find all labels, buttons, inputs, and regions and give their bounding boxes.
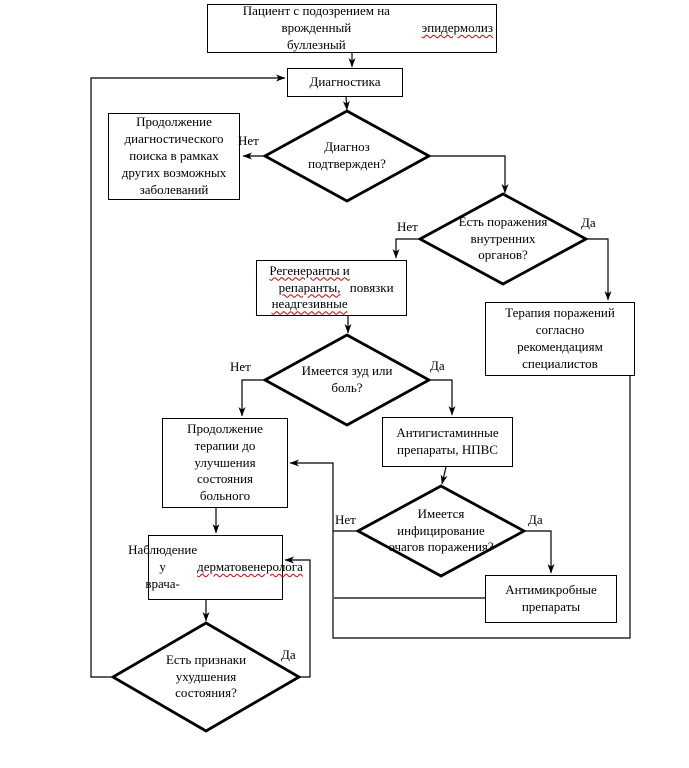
edge-label-itch-yes: Да bbox=[430, 358, 445, 373]
decision-internal-organs-shape bbox=[417, 192, 589, 286]
decision-worsening-label: Есть признаки ухудшения состояния? bbox=[165, 651, 247, 701]
node-antihistamines-nsaid: Антигистаминные препараты, НПВС bbox=[382, 417, 513, 467]
decision-infection-shape bbox=[355, 484, 527, 578]
connector-organs-no-to-regenerants bbox=[392, 238, 420, 259]
edge-label-diagnosis-no: Нет bbox=[238, 133, 259, 148]
edge-label-itch-no: Нет bbox=[230, 359, 251, 374]
connector-itch-no-to-continue-therapy bbox=[238, 379, 265, 417]
text-segment: Наблюдение у врача- bbox=[128, 542, 198, 591]
decision-diagnosis-confirmed-label: Диагноз подтвержден? bbox=[308, 139, 386, 171]
decision-diagnosis-confirmed-shape bbox=[262, 109, 432, 203]
connector-infection-yes-to-antimicrobials bbox=[524, 530, 555, 574]
edge-label-organs-no: Нет bbox=[397, 219, 418, 234]
connector-worsening-yes-to-observation bbox=[284, 556, 311, 678]
node-diagnostics: Диагностика bbox=[287, 68, 403, 97]
connector-antihistamines-to-infection bbox=[440, 466, 448, 485]
text-segment: повязки bbox=[349, 279, 394, 295]
edge-label-infection-yes: Да bbox=[528, 512, 543, 527]
node-patient-suspected: Пациент с подозрением на врожденный булл… bbox=[207, 3, 497, 53]
edge-label-infection-no: Нет bbox=[335, 512, 356, 527]
decision-internal-organs-label: Есть поражения внутренних органов? bbox=[458, 213, 548, 263]
node-specialist-therapy: Терапия поражений согласно рекомендациям… bbox=[485, 302, 635, 376]
misspelled-word: эпидермолиз bbox=[421, 20, 493, 36]
misspelled-word: Регенеранты и репаранты, неадгезивные bbox=[269, 262, 350, 312]
node-regenerants-dressings: Регенеранты и репаранты, неадгезивные по… bbox=[256, 260, 407, 316]
connector-diagnostics-to-confirmed bbox=[342, 96, 350, 111]
connector-confirmed-yes-to-organs bbox=[429, 155, 509, 194]
decision-worsening-shape bbox=[110, 621, 302, 733]
text-segment: Пациент с подозрением на врожденный булл… bbox=[242, 3, 390, 52]
connector-itch-yes-to-antihistamines bbox=[429, 379, 456, 416]
decision-infection-label: Имеется инфицирование очагов поражения? bbox=[388, 505, 494, 555]
connector-merge-trunk-to-continue-therapy bbox=[289, 376, 631, 639]
node-continue-diagnostic-search: Продолжение диагностического поиска в ра… bbox=[108, 113, 240, 200]
edge-label-worsening-yes: Да bbox=[281, 647, 296, 662]
edge-label-organs-yes: Да bbox=[581, 215, 596, 230]
node-antimicrobials: Антимикробные препараты bbox=[485, 575, 617, 623]
misspelled-word: дерматовенеролога bbox=[197, 559, 303, 575]
decision-itch-pain-shape bbox=[262, 333, 432, 427]
connector-worsening-loop-to-diagnostics bbox=[90, 74, 286, 678]
decision-itch-pain-label: Имеется зуд или боль? bbox=[301, 363, 393, 395]
node-dermatologist-observation: Наблюдение у врача- дерматовенеролога bbox=[128, 535, 303, 600]
node-continue-therapy: Продолжение терапии до улучшения состоян… bbox=[162, 418, 288, 508]
connector-organs-yes-to-specialist bbox=[586, 238, 612, 301]
